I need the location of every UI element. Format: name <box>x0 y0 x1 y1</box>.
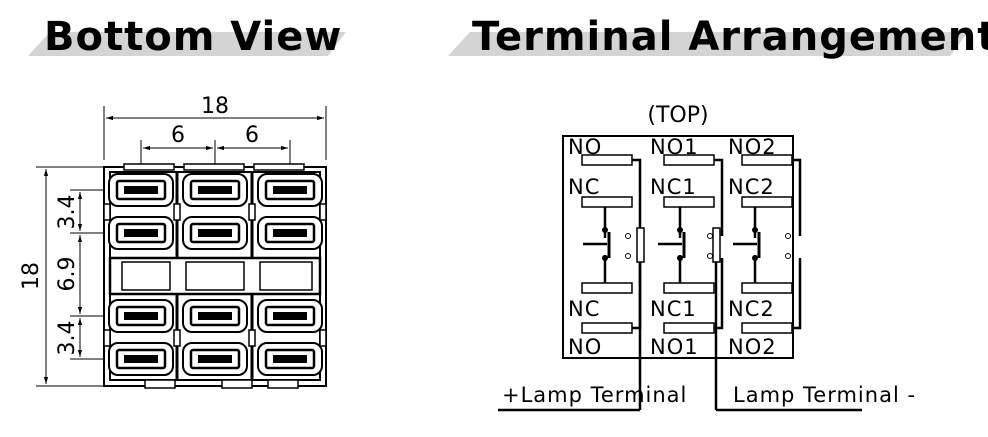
lamp-element <box>712 227 721 263</box>
dim-pitch-right: 6 <box>245 123 259 148</box>
terminal-pads <box>103 173 327 376</box>
terminal-pad <box>108 216 174 250</box>
side-notch <box>173 203 181 221</box>
label-nc2-upper: NC2 <box>728 175 775 199</box>
bottom-view-title-band: Bottom View <box>28 14 346 60</box>
dim-pitch-left: 6 <box>171 123 185 148</box>
bottom-view-title: Bottom View <box>44 14 343 60</box>
dim-row-bottom: 3.4 <box>55 321 80 356</box>
switch-pole <box>581 154 642 334</box>
terminal-pad <box>257 216 323 250</box>
terminal-arrangement-title-band: Terminal Arrangement <box>448 14 988 60</box>
dim-row-top: 3.4 <box>55 195 80 230</box>
terminal-pad <box>108 342 174 376</box>
side-notch <box>248 329 256 347</box>
label-no2-bottom: NO2 <box>728 335 777 359</box>
label-nc-lower: NC <box>568 297 600 321</box>
lamp-minus-label: Lamp Terminal - <box>733 383 916 407</box>
terminal-arrangement-drawing: (TOP) NO NO1 NO2 NC NC1 NC2 NC NC1 NC2 N… <box>498 103 916 412</box>
dim-overall-height: 18 <box>19 262 44 290</box>
side-notch <box>248 203 256 221</box>
side-notch <box>319 329 327 347</box>
side-notch <box>173 329 181 347</box>
terminal-pad <box>257 342 323 376</box>
terminal-pad <box>182 342 248 376</box>
terminal-pad <box>182 299 248 333</box>
label-nc2-lower: NC2 <box>728 297 775 321</box>
title-band-shape <box>448 32 968 56</box>
switch-pole <box>658 154 724 334</box>
label-no1-bottom: NO1 <box>650 335 699 359</box>
terminal-pad <box>108 173 174 207</box>
label-no-bottom: NO <box>568 335 602 359</box>
top-label: (TOP) <box>647 103 708 128</box>
terminal-box <box>562 135 794 359</box>
side-notch <box>103 329 111 347</box>
dim-mid: 6.9 <box>55 257 80 292</box>
bottom-view-drawing: 18 6 6 18 3.4 6.9 3.4 <box>19 94 327 389</box>
terminal-pad <box>108 299 174 333</box>
label-nc1-upper: NC1 <box>650 175 697 199</box>
terminal-pad <box>257 299 323 333</box>
terminal-pad <box>182 216 248 250</box>
title-band-shape <box>28 32 346 56</box>
lamp-plus-label: +Lamp Terminal <box>502 383 687 407</box>
terminal-pad <box>257 173 323 207</box>
dim-overall-width: 18 <box>201 94 229 119</box>
label-nc-upper: NC <box>568 175 600 199</box>
switch-pole <box>733 154 802 334</box>
label-nc1-lower: NC1 <box>650 297 697 321</box>
terminal-pad <box>182 173 248 207</box>
switch-poles <box>581 154 802 334</box>
side-notch <box>319 203 327 221</box>
terminal-arrangement-title: Terminal Arrangement <box>472 14 988 60</box>
lamp-element <box>636 227 645 263</box>
side-notch <box>103 203 111 221</box>
